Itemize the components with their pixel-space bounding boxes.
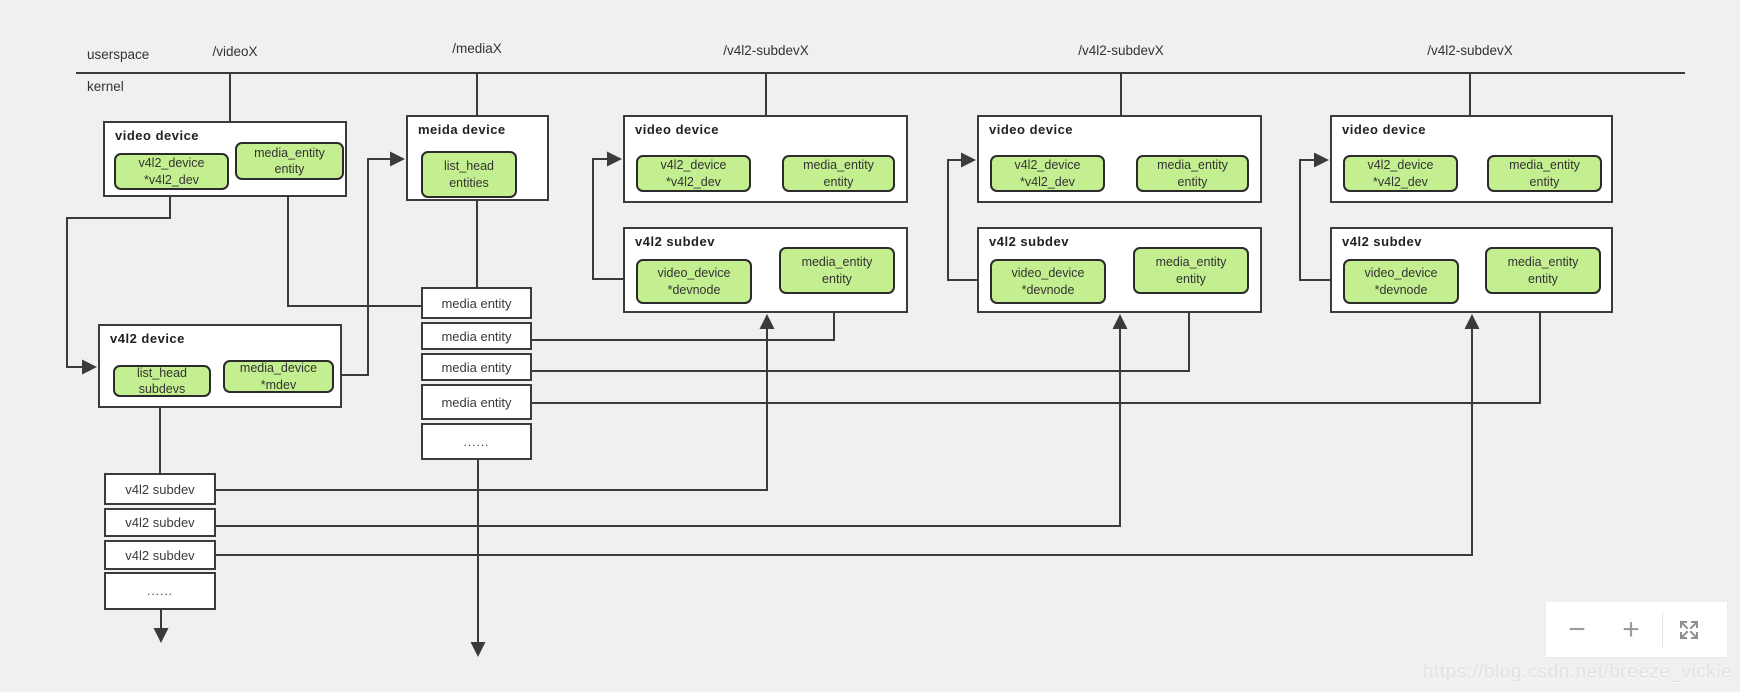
box-title: video device: [115, 128, 200, 143]
media-entity-row-ellipsis: ......: [421, 423, 532, 460]
minus-icon: −: [1568, 612, 1586, 646]
watermark-url: https://blog.csdn.net/breeze_vickie: [1422, 662, 1732, 683]
zoom-out-button[interactable]: −: [1554, 610, 1600, 650]
devnode-mediaX: /mediaX: [452, 41, 502, 56]
box-title: video device: [989, 122, 1074, 137]
userspace-label: userspace: [87, 47, 150, 62]
controls-divider: [1662, 612, 1663, 647]
media-entity-field: media_entity entity: [782, 155, 895, 192]
media-entity-field: media_entity entity: [1136, 155, 1249, 192]
video-device-col2-box: video device v4l2_device *v4l2_dev media…: [977, 115, 1262, 203]
media-entity-row: media entity: [421, 353, 532, 381]
box-title: v4l2 subdev: [1342, 234, 1422, 249]
devnode-videoX: /videoX: [212, 44, 258, 59]
video-device-devnode-field: video_device *devnode: [1343, 259, 1459, 304]
media-entity-field: media_entity entity: [1487, 155, 1602, 192]
box-title: v4l2 subdev: [989, 234, 1069, 249]
box-title: video device: [1342, 122, 1427, 137]
media-device-mdev-field: media_device *mdev: [223, 360, 334, 393]
v4l2-dev-field: v4l2_device *v4l2_dev: [1343, 155, 1458, 192]
v4l2-dev-field: v4l2_device *v4l2_dev: [636, 155, 751, 192]
video-device-col1-box: video device v4l2_device *v4l2_dev media…: [623, 115, 908, 203]
media-device-box: meida device list_head entities: [406, 115, 549, 201]
arrow-subdevrow3-to-col3-subdev: [216, 314, 1480, 556]
v4l2-subdev-col3-box: v4l2 subdev video_device *devnode media_…: [1330, 227, 1613, 313]
v4l2-subdev-row: v4l2 subdev: [104, 473, 216, 505]
video-device-col3-box: video device v4l2_device *v4l2_dev media…: [1330, 115, 1613, 203]
video-device-left-box: video device v4l2_device *v4l2_dev media…: [103, 121, 347, 197]
list-head-entities-field: list_head entities: [421, 151, 517, 198]
arrow-subdevrow2-to-col2-subdev: [216, 314, 1128, 527]
v4l2-subdev-row-ellipsis: ......: [104, 572, 216, 610]
v4l2-dev-field: v4l2_device *v4l2_dev: [990, 155, 1105, 192]
v4l2-subdev-col1-box: v4l2 subdev video_device *devnode media_…: [623, 227, 908, 313]
video-device-devnode-field: video_device *devnode: [636, 259, 752, 304]
devnode-subdevX-2: /v4l2-subdevX: [1078, 43, 1164, 58]
media-entity-field: media_entity entity: [779, 247, 895, 294]
v4l2-dev-field: v4l2_device *v4l2_dev: [114, 153, 229, 190]
media-entity-row: media entity: [421, 287, 532, 319]
v4l2-device-box: v4l2 device list_head subdevs media_devi…: [98, 324, 342, 408]
v4l2-subdev-row: v4l2 subdev: [104, 508, 216, 537]
media-entity-field: media_entity entity: [1485, 247, 1601, 294]
box-title: meida device: [418, 122, 506, 137]
expand-icon: [1679, 620, 1699, 639]
zoom-in-button[interactable]: +: [1608, 610, 1654, 650]
video-device-devnode-field: video_device *devnode: [990, 259, 1106, 304]
v4l2-subdev-row: v4l2 subdev: [104, 540, 216, 570]
zoom-controls-panel: − +: [1546, 602, 1727, 657]
media-entity-row: media entity: [421, 384, 532, 420]
plus-icon: +: [1622, 612, 1640, 646]
fullscreen-button[interactable]: [1677, 618, 1701, 642]
media-entity-field: media_entity entity: [1133, 247, 1249, 294]
devnode-subdevX-3: /v4l2-subdevX: [1427, 43, 1513, 58]
arrow-mediaentity1-to-left-entity: [280, 181, 421, 307]
media-entity-row: media entity: [421, 322, 532, 350]
box-title: v4l2 device: [110, 331, 185, 346]
v4l2-subdev-col2-box: v4l2 subdev video_device *devnode media_…: [977, 227, 1262, 313]
box-title: video device: [635, 122, 720, 137]
devnode-subdevX-1: /v4l2-subdevX: [723, 43, 809, 58]
kernel-label: kernel: [87, 79, 124, 94]
box-title: v4l2 subdev: [635, 234, 715, 249]
media-entity-field: media_entity entity: [235, 142, 344, 180]
list-head-subdevs-field: list_head subdevs: [113, 365, 211, 397]
